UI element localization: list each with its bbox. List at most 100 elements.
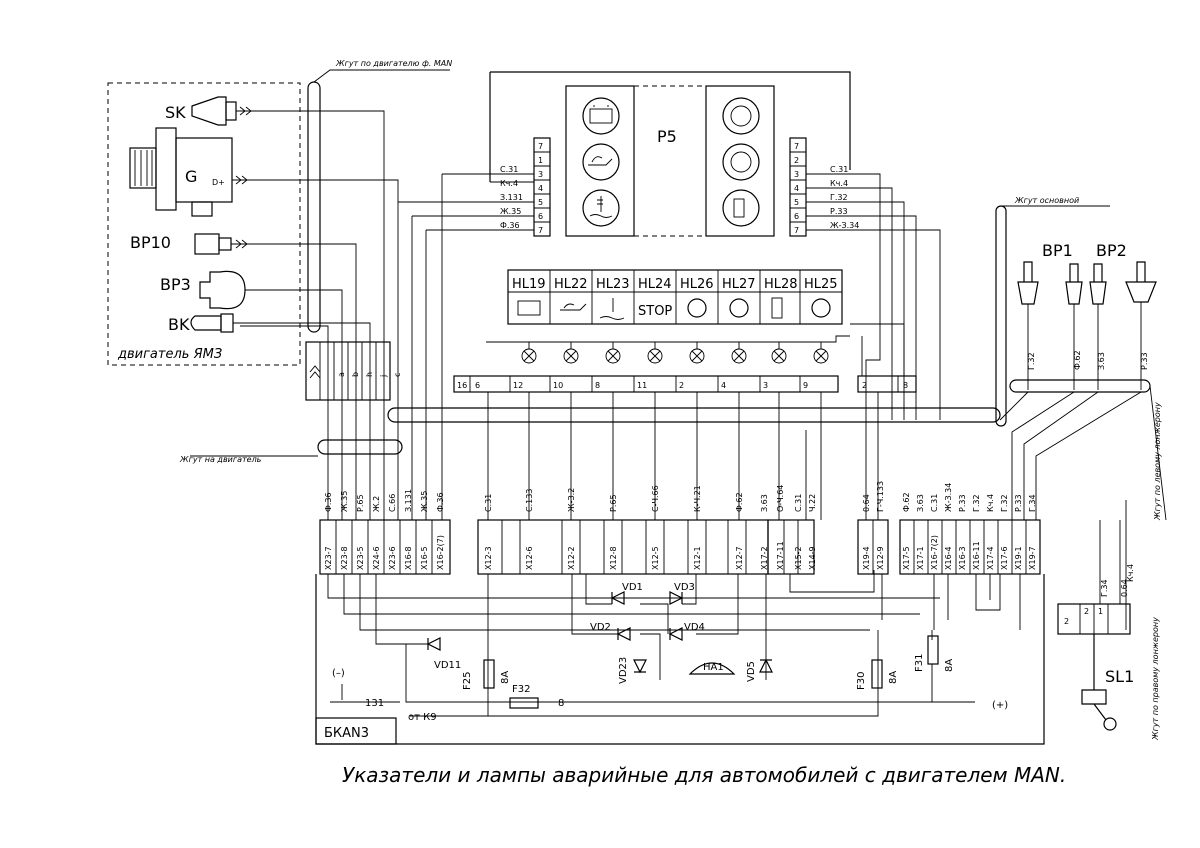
wire-label: Г.32 [972, 494, 981, 512]
svg-text:Ж-З.34: Ж-З.34 [830, 221, 859, 230]
sensor-bp2a-icon [1089, 263, 1107, 305]
svg-text:2: 2 [862, 381, 867, 390]
wire-label: С.31 [930, 494, 939, 512]
svg-text:3: 3 [794, 170, 799, 179]
wire-label: Ж-З.2 [567, 488, 576, 512]
vd11-diode-icon [426, 637, 441, 651]
svg-text:VD1: VD1 [622, 582, 643, 593]
lamp-hl26-label: HL26 [680, 277, 714, 292]
svg-text:VD5: VD5 [746, 661, 757, 682]
wire-label: Р.65 [356, 494, 365, 512]
svg-text:Р.33: Р.33 [830, 207, 848, 216]
vd4-diode-icon [668, 627, 683, 641]
wire-label: С.31 [484, 494, 493, 512]
sensor-bp10-icon [194, 233, 220, 255]
svg-text:8А: 8А [944, 659, 955, 672]
pin-label: X17-6 [1000, 546, 1009, 570]
wire-label: Ж-З.34 [944, 483, 953, 512]
pin-label: X23-6 [388, 546, 397, 570]
lamp-brake-icon-1 [687, 298, 707, 318]
diodes: VD1 VD3 VD2 VD4 VD11 VD23 VD5 [426, 582, 773, 684]
oil-pressure-icon [582, 143, 620, 181]
svg-text:Ф.36: Ф.36 [500, 221, 520, 230]
lamp-warning-icon [811, 298, 831, 318]
svg-text:F32: F32 [512, 684, 530, 695]
svg-text:1: 1 [538, 156, 543, 165]
pin-label: X17-5 [902, 546, 911, 570]
svg-text:8: 8 [903, 381, 908, 390]
fuse-f30-icon [871, 659, 883, 689]
svg-text:5: 5 [794, 198, 799, 207]
svg-text:С.31: С.31 [500, 165, 518, 174]
wire-label: С-Ч.66 [651, 485, 660, 512]
lamp-fuel-icon [771, 297, 783, 319]
p5-panel: P5 7 1 3 4 5 6 7 7 2 3 4 5 6 7 С [398, 71, 941, 520]
pin-label: X12-2 [567, 546, 576, 570]
pin-label: X17-2 [760, 546, 769, 570]
svg-text:Г.34: Г.34 [1100, 579, 1109, 597]
svg-text:7: 7 [538, 142, 543, 151]
pin-label: X12-8 [609, 546, 618, 570]
wire-label: Ф.36 [324, 492, 333, 512]
svg-text:С.31: С.31 [830, 165, 848, 174]
generator-label: G [185, 167, 197, 186]
fuse-f25-icon [483, 659, 495, 689]
svg-text:2: 2 [1084, 607, 1089, 616]
pin-label: X12-3 [484, 546, 493, 570]
sl1-label: SL1 [1105, 667, 1134, 686]
svg-text:1: 1 [1098, 607, 1103, 616]
lamp-hl24-label: HL24 [638, 277, 672, 292]
p5-left-connector [533, 137, 551, 237]
harness-main-label: Жгут основной [1014, 196, 1079, 205]
wire-label: С.133 [525, 489, 534, 512]
generator-terminal-label: D+ [212, 178, 225, 187]
lamp-brake-icon-2 [729, 298, 749, 318]
sensor-bp3-label: BP3 [160, 275, 191, 294]
harness-engine [317, 439, 403, 455]
pin-label: X12-9 [876, 546, 885, 570]
pin-label: X16-8 [404, 546, 413, 570]
generator-icon [155, 127, 177, 211]
svg-text:Кч.4: Кч.4 [1126, 564, 1135, 582]
fuel-icon [722, 189, 760, 227]
wire-label: Р.65 [609, 494, 618, 512]
pin-label: X12-5 [651, 546, 660, 570]
lamp-connector-2 [857, 375, 917, 393]
wire-label: Ж.35 [420, 491, 429, 512]
svg-text:7: 7 [794, 142, 799, 151]
svg-text:З.131: З.131 [500, 193, 523, 202]
lamp-hl23-label: HL23 [596, 277, 630, 292]
wire-label: О-Ч.64 [776, 485, 785, 512]
wire-label: Р.33 [1014, 494, 1023, 512]
p5-label: P5 [657, 127, 677, 146]
svg-text:Ф.62: Ф.62 [1073, 350, 1082, 370]
svg-text:6: 6 [475, 381, 480, 390]
harness-engine-man-label: Жгут по двигателю ф. MAN [335, 59, 452, 68]
sensor-bp1-label: BP1 [1042, 241, 1073, 260]
fuse-f32-icon [509, 697, 539, 709]
pin-label: X19-7 [1028, 546, 1037, 570]
svg-text:3: 3 [763, 381, 768, 390]
pin-label: X17-11 [776, 541, 785, 570]
wire-label: З.131 [404, 489, 413, 512]
lamp-hl19-label: HL19 [512, 277, 546, 292]
svg-text:Г.32: Г.32 [1027, 352, 1036, 370]
lamp-connector [453, 375, 839, 393]
pin-label: X16-4 [944, 546, 953, 570]
svg-text:b: b [351, 372, 360, 377]
svg-text:Кч.4: Кч.4 [830, 179, 848, 188]
diagram-caption: Указатели и лампы аварийные для автомоби… [342, 763, 1066, 787]
buzzer-icon [688, 662, 736, 675]
svg-text:0.64: 0.64 [1120, 579, 1129, 597]
pin-label: X16-7(2) [930, 535, 939, 570]
pin-label: X23-8 [340, 546, 349, 570]
svg-text:7: 7 [538, 226, 543, 235]
wire-label: С.66 [388, 494, 397, 512]
svg-text:12: 12 [513, 381, 523, 390]
pin-label: X19-1 [1014, 546, 1023, 570]
svg-text:VD23: VD23 [618, 657, 629, 684]
harness-cross [387, 407, 1001, 423]
